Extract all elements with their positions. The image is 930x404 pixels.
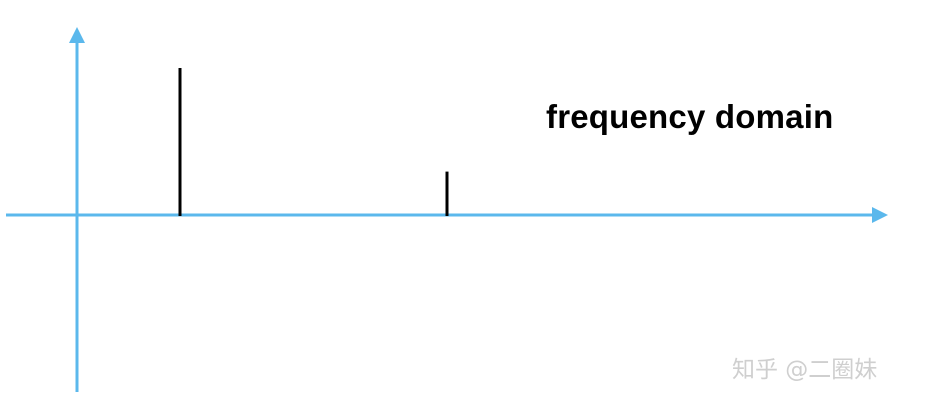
watermark-text: 知乎 @二圈妹 [732, 357, 878, 383]
spike-group [178, 68, 449, 216]
diagram-title: frequency domain [546, 98, 834, 135]
x-axis-arrowhead [872, 207, 888, 223]
y-axis-arrowhead [69, 27, 85, 43]
